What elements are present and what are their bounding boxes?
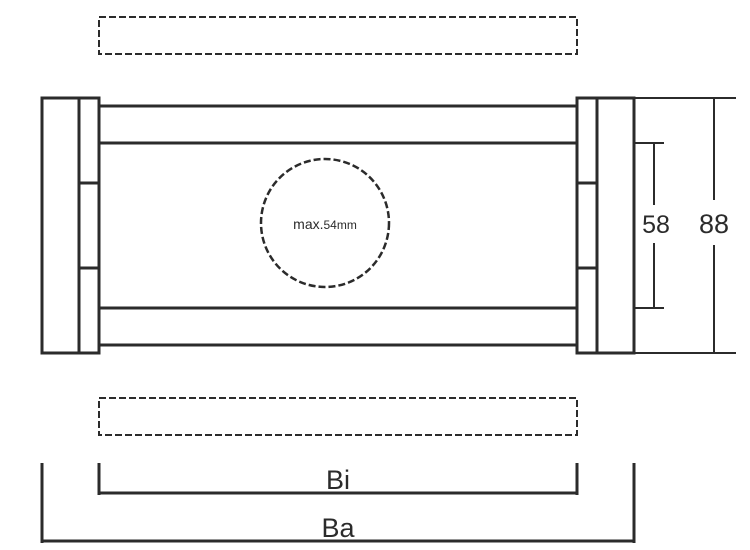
dimension-inner-width-label: Bi [326, 465, 350, 495]
left-outer-flange [40, 96, 81, 355]
top-cover-strip [98, 16, 578, 55]
dimension-outer-height-label: 88 [699, 209, 729, 239]
dimension-outer-height [634, 97, 736, 354]
dimension-outer-width [40, 463, 636, 543]
bottom-rail [97, 306, 579, 347]
hole-outline [259, 157, 391, 289]
right-outer-flange [595, 96, 636, 355]
dimension-outer-width-label: Ba [321, 513, 355, 543]
right-inner-flange [575, 96, 599, 355]
bottom-cover-strip [98, 397, 578, 436]
dimension-inner-height [634, 142, 664, 309]
hole-size-label: max.54mm [293, 216, 357, 232]
left-inner-flange [77, 96, 101, 355]
top-rail [97, 104, 579, 145]
dimension-inner-height-label: 58 [642, 211, 670, 239]
main-frame [40, 96, 636, 355]
dimension-inner-width [97, 463, 579, 495]
